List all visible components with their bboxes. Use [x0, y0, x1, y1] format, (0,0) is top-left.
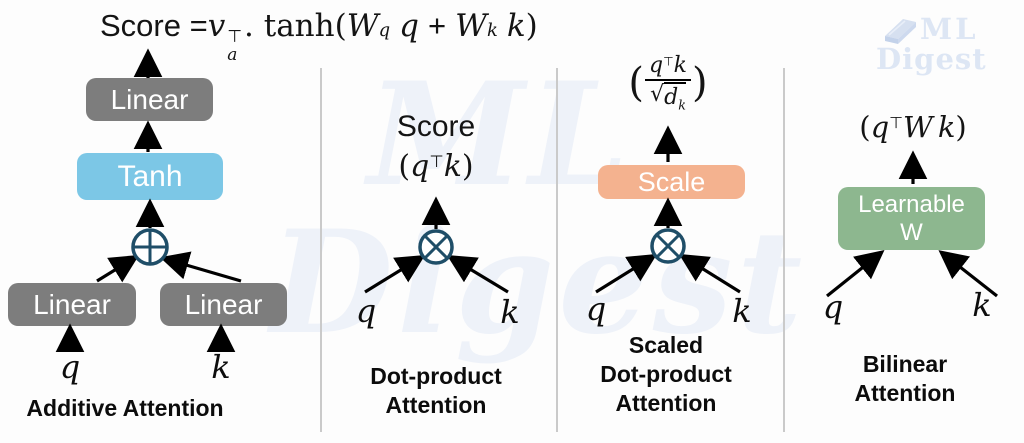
label-additive-attention: Additive Attention: [26, 395, 224, 421]
formula-v-supsub: ⊤a: [227, 27, 243, 65]
input-k-scaled: k: [732, 292, 752, 330]
dot-product-formula: (q⊤k): [398, 149, 474, 184]
input-k-dot: k: [500, 293, 520, 331]
logo-text-digest: Digest: [876, 42, 987, 76]
background-watermark-line1: ML: [367, 52, 633, 218]
plus-circle-icon: [131, 228, 169, 266]
input-q-additive: q: [59, 348, 81, 386]
book-icon: [885, 19, 916, 44]
formula-Wk-sub: k: [486, 20, 498, 41]
input-k-bilinear: k: [972, 286, 992, 324]
formula-close: ): [525, 8, 538, 44]
input-q-scaled: q: [585, 290, 607, 328]
formula-q: q: [399, 8, 419, 44]
scale-box: Scale: [598, 165, 745, 199]
formula-k: k: [506, 8, 526, 44]
column-divider-1: [320, 68, 322, 432]
dot-product-score-label: Score: [396, 110, 476, 143]
input-q-bilinear: q: [822, 288, 844, 326]
tanh-box: Tanh: [77, 153, 223, 200]
formula-tanh: . tanh(: [244, 8, 347, 44]
input-k-additive: k: [211, 348, 231, 386]
label-bilinear-attention: Bilinear Attention: [854, 351, 956, 406]
learnable-w-box: Learnable W: [838, 187, 985, 250]
column-divider-3: [783, 68, 785, 432]
arrow-linear-right-to-plus: [159, 251, 242, 283]
formula-v: v: [207, 8, 226, 44]
linear-box-left: Linear: [8, 283, 136, 326]
formula-lhs: Score =: [100, 8, 208, 43]
logo-text-ml: ML: [920, 12, 979, 46]
input-q-dot: q: [355, 292, 377, 330]
sqrt-symbol: √: [650, 82, 665, 107]
label-scaled-dot-product-attention: Scaled Dot-product Attention: [600, 332, 732, 416]
arrow-linear-left-to-plus: [96, 254, 140, 283]
formula-Wk: W: [455, 8, 487, 44]
ml-digest-logo: ML Digest: [872, 8, 1022, 76]
formula-Wq-sub: q: [378, 20, 391, 41]
linear-box-right: Linear: [160, 283, 287, 326]
label-dot-product-attention: Dot-product Attention: [370, 363, 502, 418]
scaled-dot-product-formula: ( q⊤k √dk ): [628, 52, 708, 114]
fraction: q⊤k √dk: [645, 52, 691, 113]
column-divider-2: [556, 68, 558, 432]
formula-plus: +: [427, 8, 447, 43]
linear-box-top: Linear: [86, 78, 213, 121]
formula-Wq: W: [346, 8, 379, 44]
